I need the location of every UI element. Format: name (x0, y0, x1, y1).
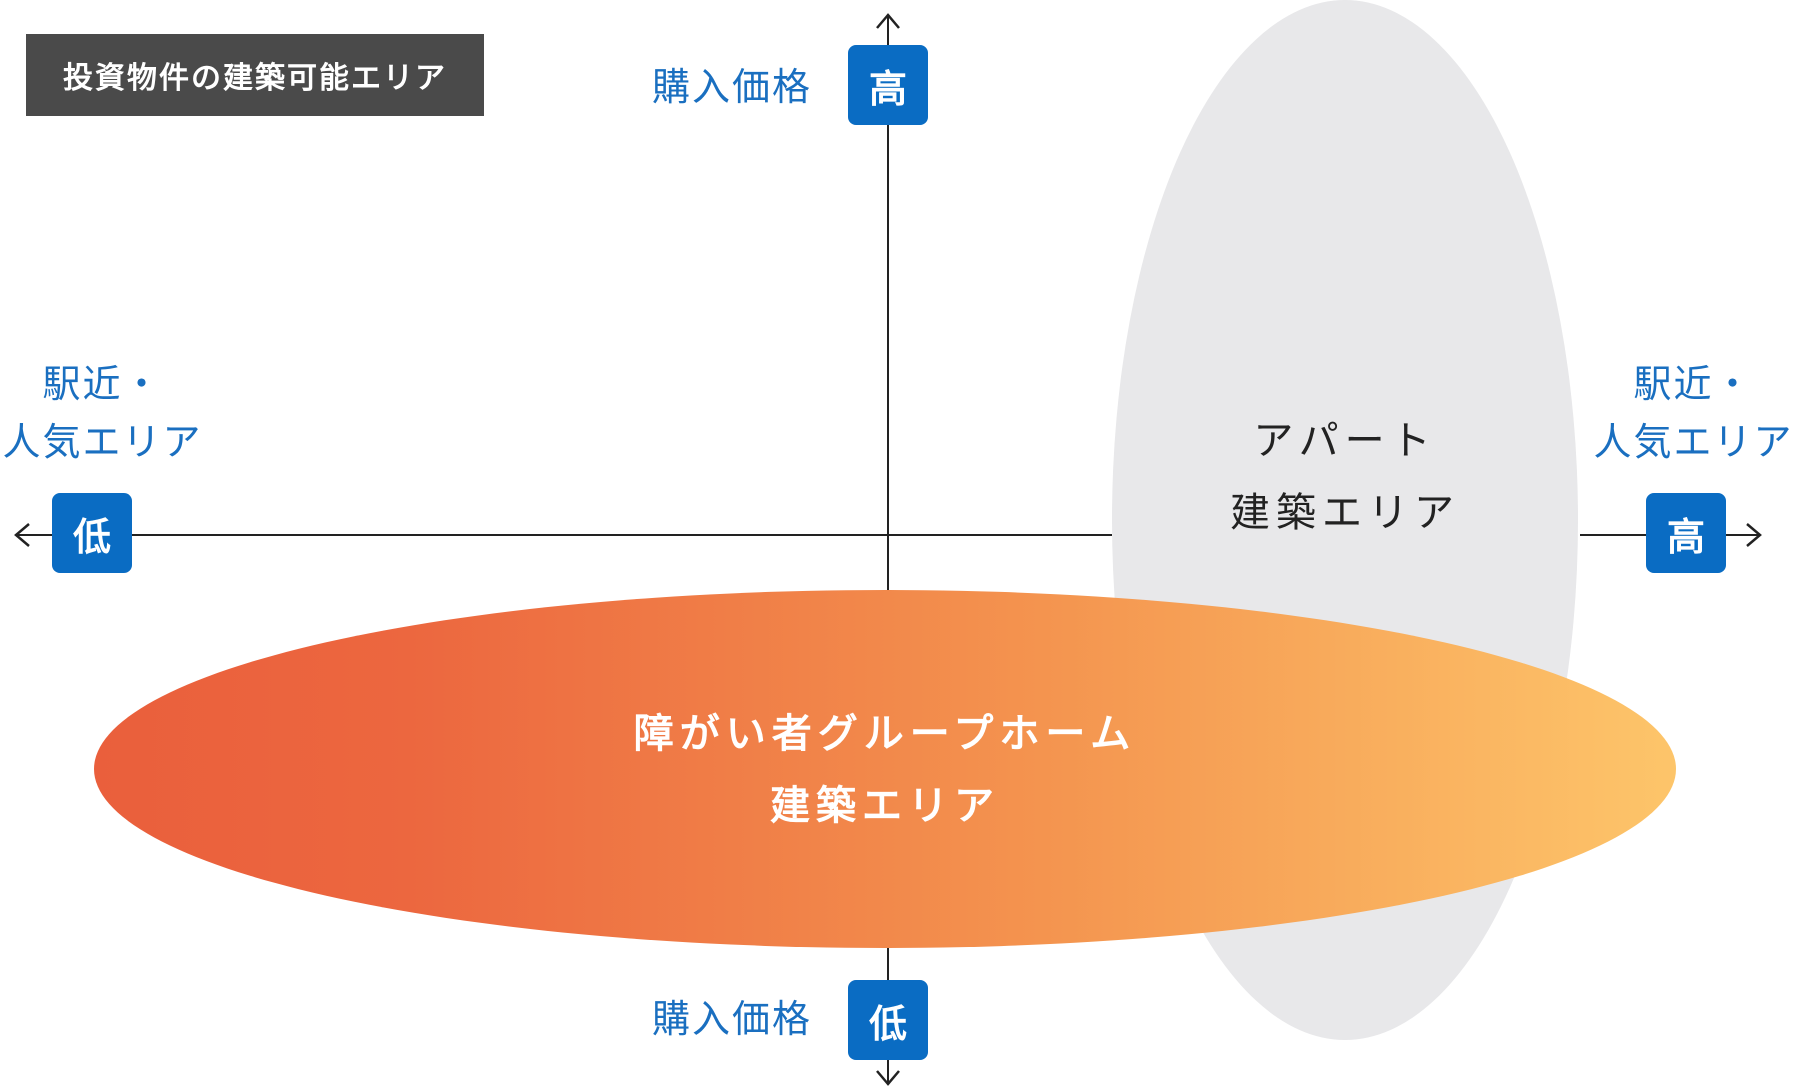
left-axis-label-line1: 駅近・ (42, 362, 163, 406)
group-home-area-label-line1: 障がい者グループホーム (633, 711, 1137, 757)
apartment-area-label: アパート 建築エリア (1145, 405, 1545, 549)
vertical-axis-top-arrow (876, 13, 900, 29)
bottom-axis-badge: 低 (848, 980, 928, 1060)
top-axis-label-text: 購入価格 (652, 65, 813, 109)
top-axis-badge: 高 (848, 45, 928, 125)
left-axis-label-line2: 人気エリア (2, 420, 203, 464)
right-axis-label-line1: 駅近・ (1633, 362, 1754, 406)
left-axis-label: 駅近・ 人気エリア (0, 355, 205, 471)
group-home-area-label: 障がい者グループホーム 建築エリア (585, 698, 1185, 842)
bottom-axis-label: 購入価格 (652, 990, 812, 1048)
apartment-area-label-line1: アパート (1253, 418, 1437, 464)
bottom-axis-label-text: 購入価格 (652, 997, 813, 1041)
diagram-title: 投資物件の建築可能エリア (26, 34, 484, 116)
vertical-axis-bottom-arrow (876, 1070, 900, 1086)
horizontal-axis-left-arrow (14, 523, 30, 547)
apartment-area-label-line2: 建築エリア (1230, 490, 1460, 536)
right-axis-label-line2: 人気エリア (1593, 420, 1794, 464)
horizontal-axis-right-arrow (1746, 523, 1762, 547)
group-home-area-ellipse (94, 590, 1676, 948)
left-axis-badge: 低 (52, 493, 132, 573)
right-axis-label: 駅近・ 人気エリア (1591, 355, 1796, 471)
group-home-area-label-line2: 建築エリア (770, 783, 1000, 829)
top-axis-label: 購入価格 (652, 58, 812, 116)
right-axis-badge: 高 (1646, 493, 1726, 573)
